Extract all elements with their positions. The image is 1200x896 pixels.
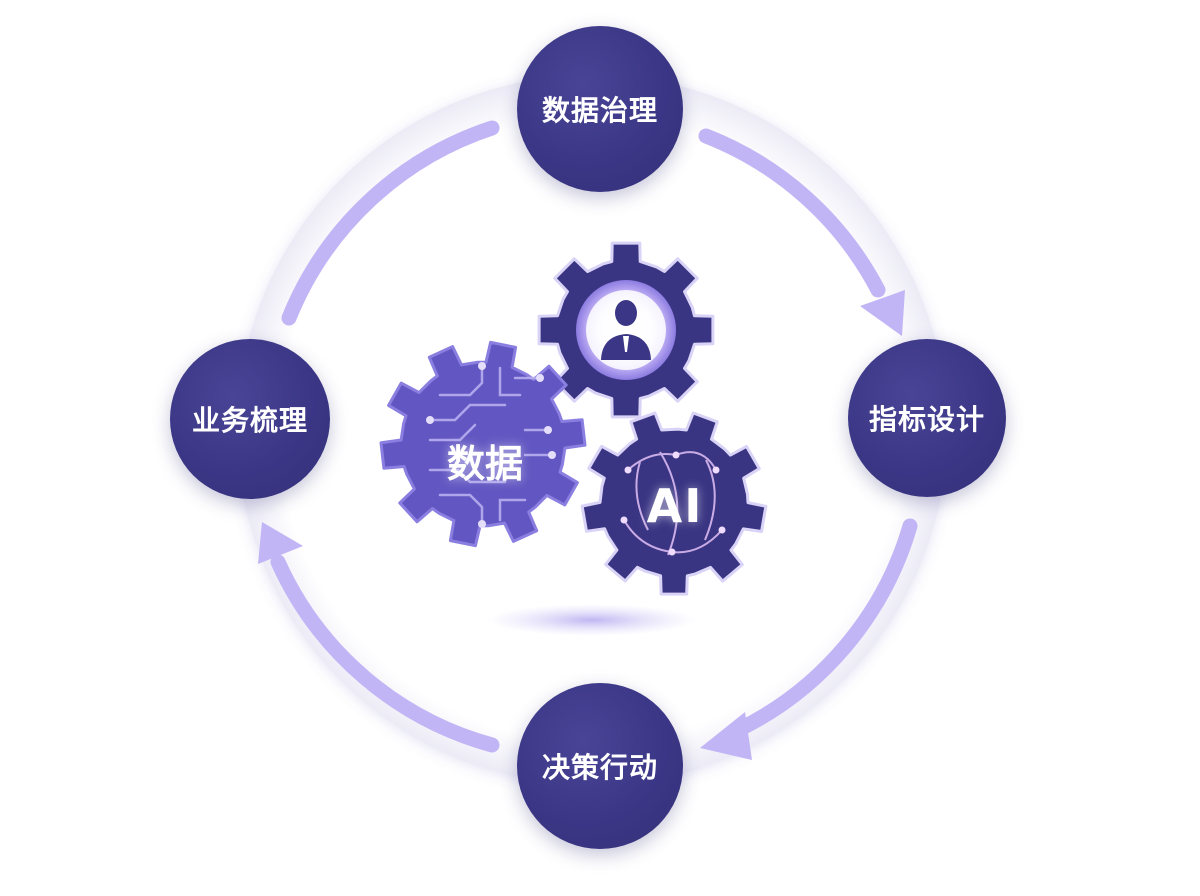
- node-label: 指标设计: [868, 403, 985, 436]
- ai-gear-icon: [580, 411, 768, 596]
- cycle-node-decision-action: 决策行动: [517, 683, 683, 849]
- data-gear-icon: [379, 340, 587, 548]
- arrow-top-to-right: [698, 128, 886, 298]
- gear-shadow: [487, 604, 697, 636]
- circuit-nodes: [426, 362, 556, 528]
- ai-gear-label: AI: [646, 479, 704, 533]
- arrow-bottom-to-left: [270, 554, 500, 753]
- node-label: 数据治理: [541, 94, 658, 127]
- person-icon: [601, 300, 651, 360]
- background-ring: [237, 75, 947, 785]
- arrowhead-bottom: [700, 712, 752, 760]
- arrow-left-to-top: [281, 120, 500, 326]
- arrowhead-right: [860, 290, 905, 336]
- ai-neural-nodes: [620, 451, 726, 556]
- node-label: 决策行动: [541, 751, 658, 784]
- data-gear-label: 数据: [446, 441, 523, 486]
- arrow-heads: [258, 290, 905, 760]
- gear-ai-body: [580, 411, 768, 596]
- cycle-node-data-governance: 数据治理: [517, 26, 683, 192]
- arrow-right-to-bottom: [730, 518, 918, 738]
- arrowhead-left: [258, 522, 303, 564]
- cycle-node-metric-design: 指标设计: [848, 339, 1006, 497]
- gear-data-body: [379, 340, 587, 548]
- node-label: 业务梳理: [191, 404, 308, 437]
- circuit-lines: [428, 366, 554, 524]
- cycle-arrows: [270, 120, 918, 753]
- cycle-node-business-analysis: 业务梳理: [170, 339, 330, 499]
